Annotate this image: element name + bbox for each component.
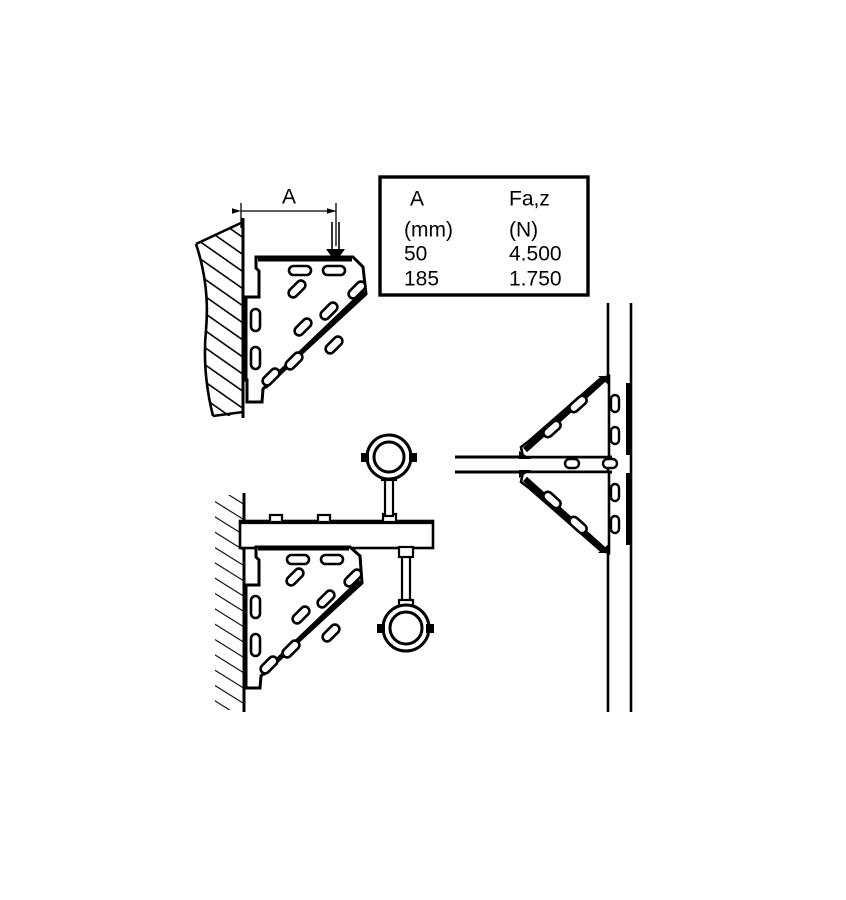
clamp-ring-inner-upper: [372, 440, 406, 474]
clamp-tab-right-upper: [409, 453, 417, 462]
bracket-slots-top: [249, 264, 367, 387]
table-row-1-faz: 1.750: [509, 268, 562, 291]
beam-nut-1: [268, 513, 284, 524]
table-row-0-faz: 4.500: [509, 243, 562, 266]
view-plan-rail: [455, 303, 633, 712]
clamp-tab-left-lower: [377, 624, 385, 633]
clamp-tab-right-lower: [426, 624, 434, 633]
table-unit-n: (N): [509, 219, 538, 242]
bracket-hypotenuse-edge-top: [263, 290, 366, 389]
wall-break-line-top: [194, 243, 215, 417]
bracket-top: [242, 255, 368, 404]
dimension-a-top: A: [232, 186, 337, 246]
plan-bracket-upper: [519, 374, 611, 459]
rail-slots: [609, 393, 621, 535]
bracket-hypotenuse-edge-bottom: [261, 579, 362, 676]
bracket-bottom: [242, 545, 364, 690]
table-row-0-a: 50: [404, 243, 427, 266]
view-side-elevation-bottom: [215, 433, 435, 712]
clamp-rod-lower: [400, 554, 412, 606]
table-unit-mm: (mm): [404, 219, 453, 242]
plan-beam-slot-2: [601, 457, 619, 470]
load-capacity-table: A Fa,z (mm) (N) 50 4.500 185 1.750: [378, 175, 590, 297]
beam-nut-2: [316, 513, 332, 524]
table-border: [378, 175, 590, 297]
pipe-clamp-lower: [377, 545, 434, 653]
clamp-tab-left-upper: [361, 453, 369, 462]
table-header-faz: Fa,z: [509, 188, 550, 211]
table-header-a: A: [410, 188, 424, 211]
clamp-ring-inner-lower: [388, 610, 424, 646]
clamp-nut-lower-top: [397, 545, 415, 559]
clamp-rod-upper: [383, 476, 395, 518]
bracket-slots-bottom: [249, 553, 363, 675]
table-row-1-a: 185: [404, 268, 439, 291]
rail-bar-segments: [626, 383, 631, 545]
pipe-clamp-upper: [361, 433, 417, 518]
plan-bracket-lower: [519, 470, 611, 555]
dimension-label-a: A: [282, 186, 296, 209]
beam-body: [238, 519, 435, 550]
plan-beam-slot-1: [563, 457, 581, 470]
